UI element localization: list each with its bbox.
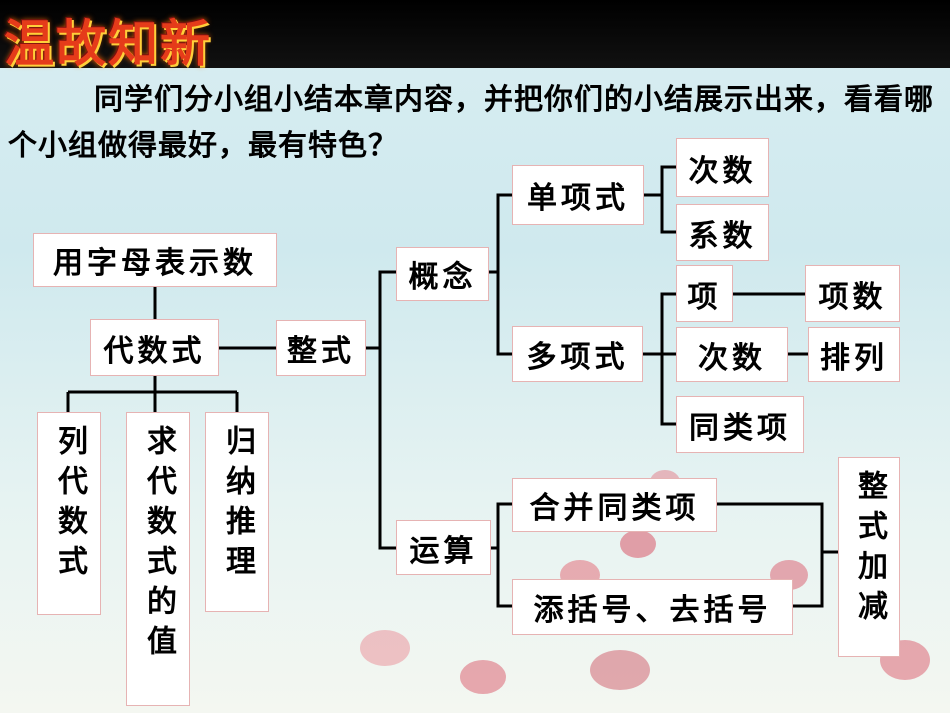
combine-like-terms-box: 合并同类项 [512,478,717,532]
title-bar: 温故知新 [0,0,950,73]
evaluate-expression-box: 求代数式的值 [126,412,190,706]
write-expression-box: 列代数式 [37,412,101,615]
degree-box: 次数 [676,138,769,197]
arrange-box: 排列 [808,327,900,382]
brackets-box: 添括号、去括号 [512,579,793,635]
polynomial-box: 多项式 [512,326,643,382]
inductive-reasoning-box: 归纳推理 [205,412,269,612]
operation-box: 运算 [396,520,491,575]
coefficient-box: 系数 [676,204,769,261]
concept-box: 概念 [396,247,489,301]
letters-for-numbers-box: 用字母表示数 [33,233,277,287]
like-terms-box: 同类项 [676,396,804,453]
polynomial-expression-box: 整式 [276,320,366,376]
term-count-box: 项数 [805,265,900,322]
monomial-box: 单项式 [512,165,644,225]
polynomial-degree-box: 次数 [676,327,788,382]
algebraic-expression-box: 代数式 [90,319,219,376]
term-box: 项 [676,265,733,322]
intro-text: 同学们分小组小结本章内容，并把你们的小结展示出来，看看哪个小组做得最好，最有特色… [8,82,935,162]
slide-title: 温故知新 [4,14,212,73]
add-subtract-box: 整式加减 [838,457,900,657]
